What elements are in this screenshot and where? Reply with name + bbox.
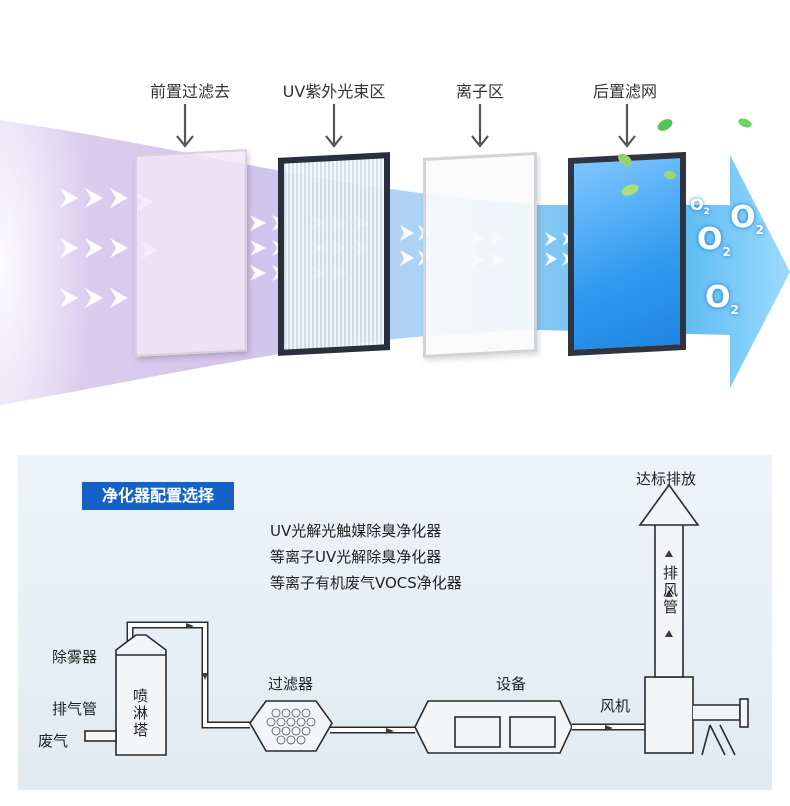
label-discharge: 达标排放 (636, 470, 697, 488)
uv-filter-panel (278, 152, 390, 356)
label-demister: 除雾器 (52, 648, 98, 666)
diagram-title: 净化器配置选择 (82, 482, 234, 510)
label-spray-tower: 喷淋塔 (131, 688, 149, 739)
leaf-icons (618, 118, 752, 196)
down-arrow-icon (618, 104, 636, 148)
fan-unit (644, 676, 694, 754)
label-waste-gas: 废气 (38, 732, 69, 750)
label-fan: 风机 (600, 697, 631, 715)
stage-label-post-filter: 后置滤网 (592, 82, 657, 101)
pre-filter-panel (135, 149, 247, 357)
spray-tower (115, 634, 167, 756)
equipment-unit (414, 700, 573, 754)
stage-label-ion: 离子区 (455, 82, 504, 101)
label-equipment: 设备 (496, 675, 527, 693)
purifier-option: 等离子UV光解除臭净化器 (270, 548, 442, 566)
label-stack-pipe: 排风管 (661, 565, 679, 616)
oxygen-molecule: O2 (697, 222, 731, 259)
down-arrow-icon (325, 104, 343, 148)
stage-label-pre-filter: 前置过滤去 (149, 82, 230, 101)
oxygen-molecule: O2 (705, 280, 739, 317)
stage-label-uv: UV紫外光束区 (282, 82, 386, 101)
down-arrow-icon (176, 104, 194, 148)
process-diagram (84, 483, 749, 756)
oxygen-molecule: O2 (730, 200, 764, 237)
oxygen-molecule: O2 (690, 195, 710, 218)
label-filter: 过滤器 (268, 675, 314, 693)
filter-stages-illustration: O2 O2 O2 O2 前置过滤去 UV紫外光束区 离子区 后置滤网 (0, 82, 790, 420)
purifier-option: UV光解光触媒除臭净化器 (270, 522, 442, 540)
down-arrow-icon (471, 104, 489, 148)
purifier-option: 等离子有机废气VOCS净化器 (270, 574, 462, 592)
label-exhaust-pipe: 排气管 (52, 700, 98, 718)
ion-zone-panel (423, 152, 537, 358)
